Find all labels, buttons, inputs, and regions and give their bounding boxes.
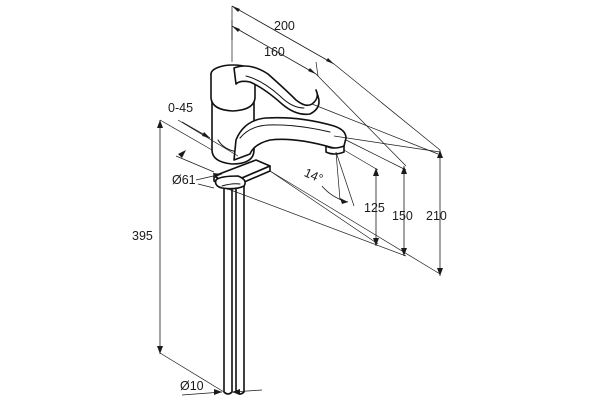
dim-line-160 [231, 25, 317, 75]
extension-lines [159, 6, 441, 393]
dim-label-210: 210 [426, 209, 447, 223]
spout-outlet [325, 145, 345, 155]
dim-label-0-45: 0-45 [168, 101, 193, 115]
dimension-labels: 200 160 0-45 Ø61 14° 125 150 210 395 Ø10 [132, 19, 447, 393]
dim-label-125: 125 [364, 201, 385, 215]
handle-cap [210, 73, 256, 112]
dim-arc-14 [321, 185, 349, 203]
mounting-nut-inner [221, 183, 241, 187]
dim-line-200 [231, 5, 335, 65]
dim-label-61: Ø61 [172, 173, 196, 187]
dim-label-10: Ø10 [180, 379, 204, 393]
supply-tube-left [223, 187, 233, 395]
lever-handle-inner [245, 75, 305, 109]
dim-label-160: 160 [264, 45, 285, 59]
dim-label-14deg: 14° [302, 166, 325, 186]
dim-label-150: 150 [392, 209, 413, 223]
mounting-nut [214, 175, 246, 190]
dim-label-200: 200 [274, 19, 295, 33]
spout-highlight [239, 124, 331, 139]
lever-handle [233, 65, 320, 116]
supply-tube-right [235, 185, 245, 395]
dimension-lines [157, 5, 443, 396]
dim-label-395: 395 [132, 229, 153, 243]
faucet [210, 64, 347, 395]
